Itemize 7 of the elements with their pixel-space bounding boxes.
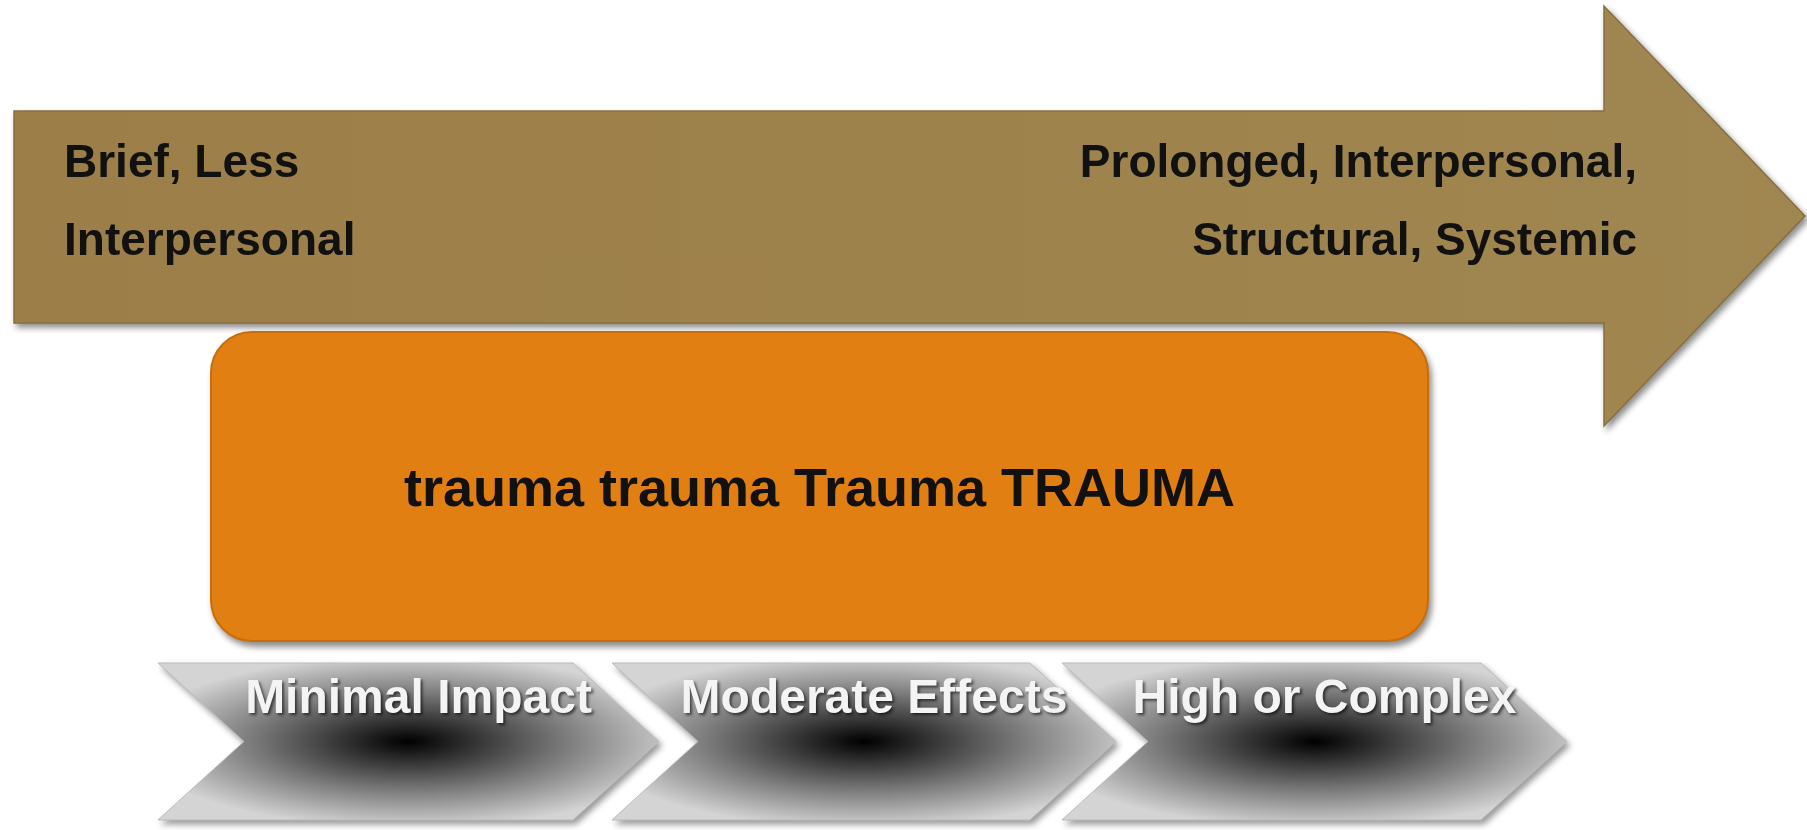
- chevron-label: High or Complex: [1131, 669, 1518, 725]
- arrow-label: Prolonged, Interpersonal, Structural, Systemic: [1078, 134, 1637, 267]
- chevron-label: Moderate Effects: [679, 669, 1069, 725]
- chevron-label: Minimal Impact: [244, 669, 593, 725]
- arrow-label: Brief, Less Interpersonal: [64, 134, 357, 267]
- box-label: trauma trauma Trauma TRAUMA: [403, 455, 1236, 518]
- trauma-box: [210, 331, 1429, 642]
